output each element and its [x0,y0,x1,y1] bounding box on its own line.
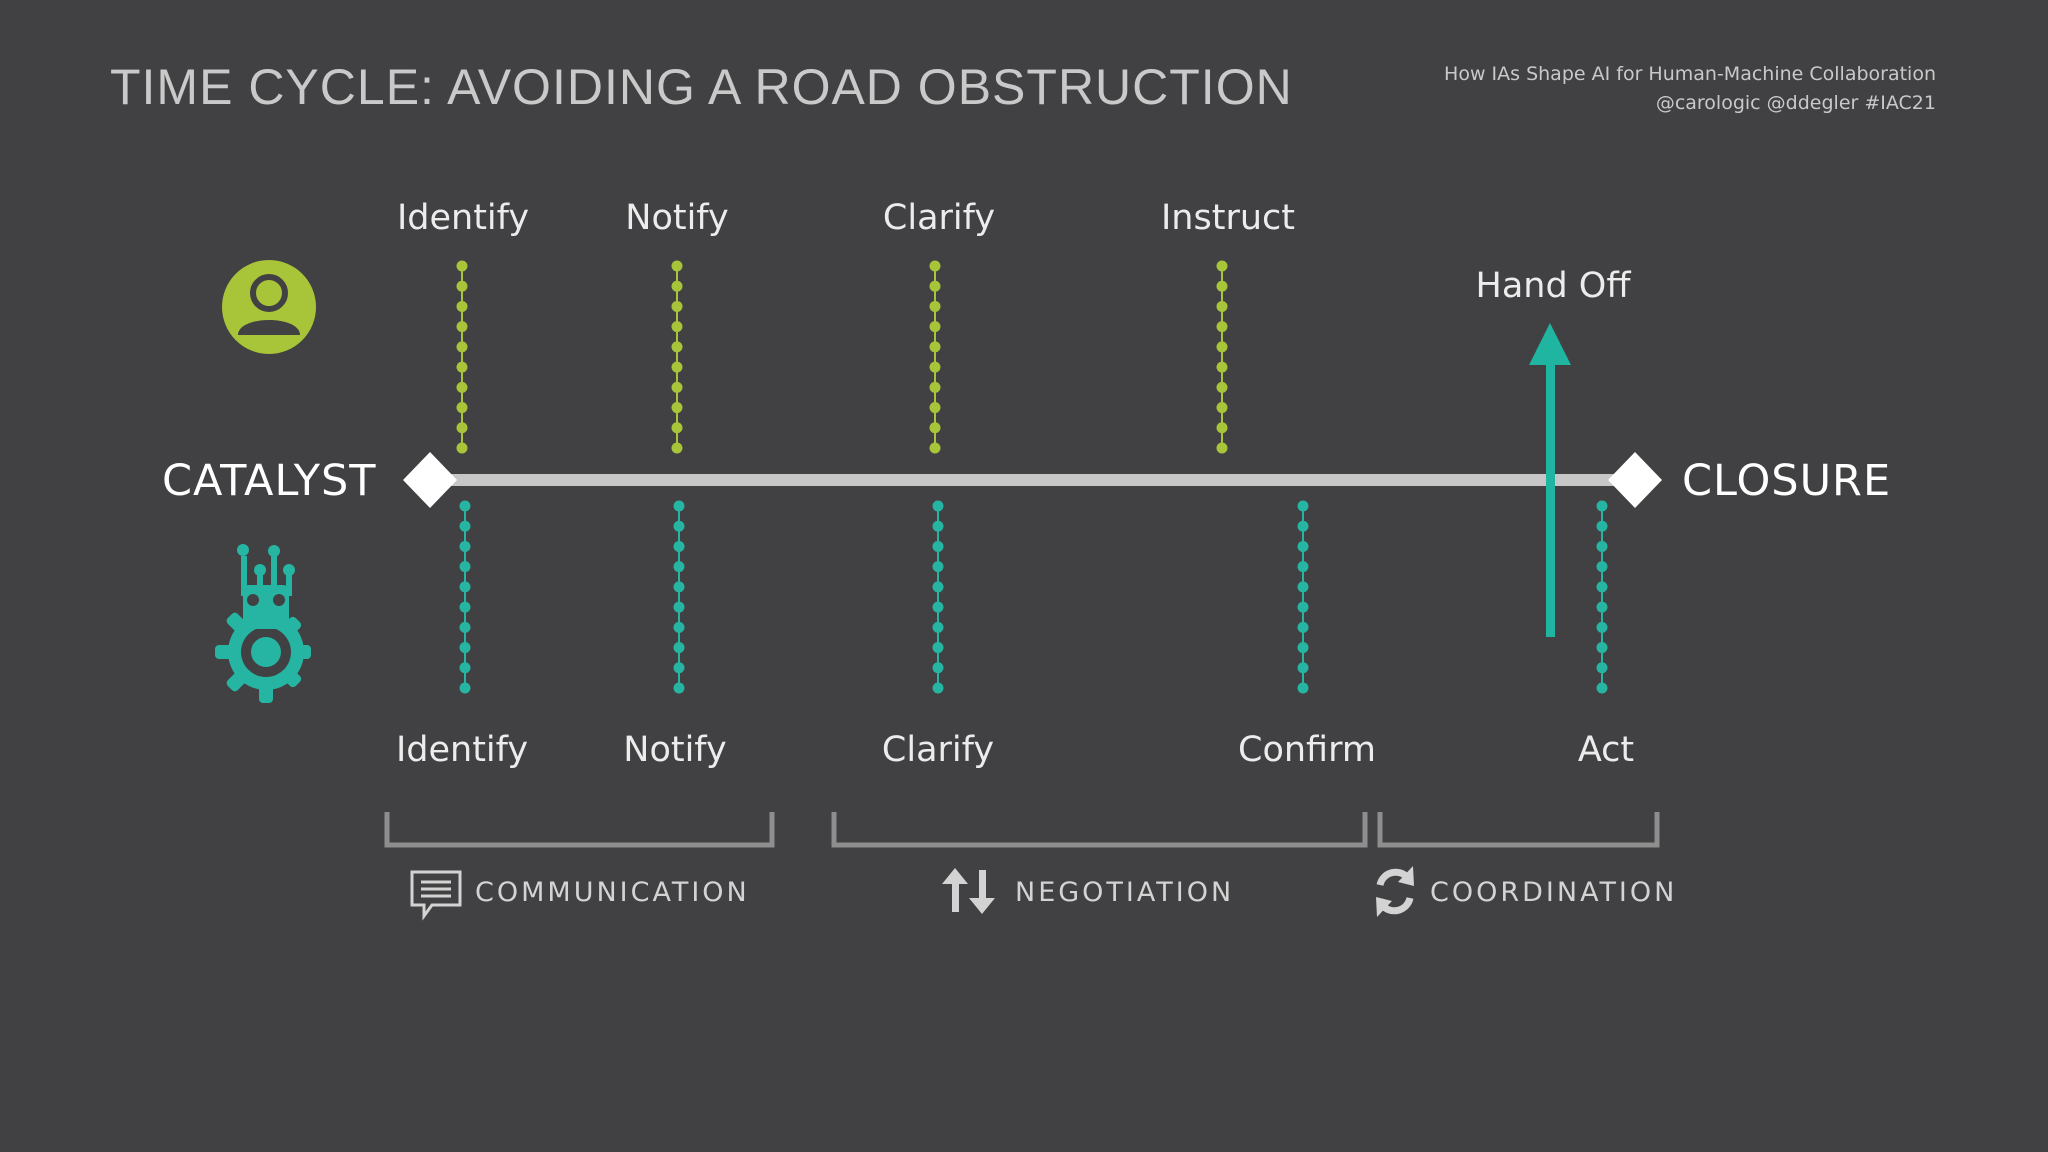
credit-block: How IAs Shape AI for Human-Machine Colla… [1444,60,1936,118]
bracket-communication [384,812,775,848]
machine-step-label-identify: Identify [395,730,529,770]
credit-line-1: How IAs Shape AI for Human-Machine Colla… [1444,63,1936,85]
machine-step-label-confirm: Confirm [1238,730,1376,770]
machine-step-line-clarify [932,500,944,694]
handoff-label: Hand Off [1475,266,1631,306]
robot-gear-icon [215,544,311,703]
human-step-line-notify [671,260,683,454]
machine-dotted-lines [459,500,1608,694]
machine-step-line-confirm [1297,500,1309,694]
human-step-line-instruct [1216,260,1228,454]
human-step-line-identify [456,260,468,454]
catalyst-diamond [403,452,457,508]
phase-label-coordination: COORDINATION [1430,877,1678,908]
machine-step-label-act: Act [1577,730,1635,770]
credit-line-2: @carologic @ddegler #IAC21 [1655,92,1936,114]
phase-label-communication: COMMUNICATION [475,877,750,908]
human-step-label-clarify: Clarify [882,198,996,238]
bracket-coordination [1377,812,1660,848]
machine-step-line-act [1596,500,1608,694]
machine-step-line-identify [459,500,471,694]
phase-label-negotiation: NEGOTIATION [1015,877,1235,908]
phase-brackets [384,812,1660,848]
handoff-arrow [1529,323,1571,637]
up-down-arrows-icon [942,868,995,914]
page-title: TIME CYCLE: AVOIDING A ROAD OBSTRUCTION [110,59,1293,115]
bracket-negotiation [831,812,1368,848]
speech-bubble-icon [410,870,462,921]
human-step-line-clarify [929,260,941,454]
machine-step-line-notify [673,500,685,694]
closure-diamond [1608,452,1662,508]
human-step-label-instruct: Instruct [1160,198,1295,238]
human-step-label-identify: Identify [396,198,530,238]
person-icon [222,260,316,354]
human-step-label-notify: Notify [625,198,729,238]
catalyst-label: CATALYST [162,456,377,506]
timeline-bar [430,474,1635,486]
machine-step-label-clarify: Clarify [881,730,995,770]
human-dotted-lines [456,260,1228,454]
refresh-icon [1376,866,1414,917]
machine-step-label-notify: Notify [623,730,727,770]
closure-label: CLOSURE [1682,456,1892,506]
